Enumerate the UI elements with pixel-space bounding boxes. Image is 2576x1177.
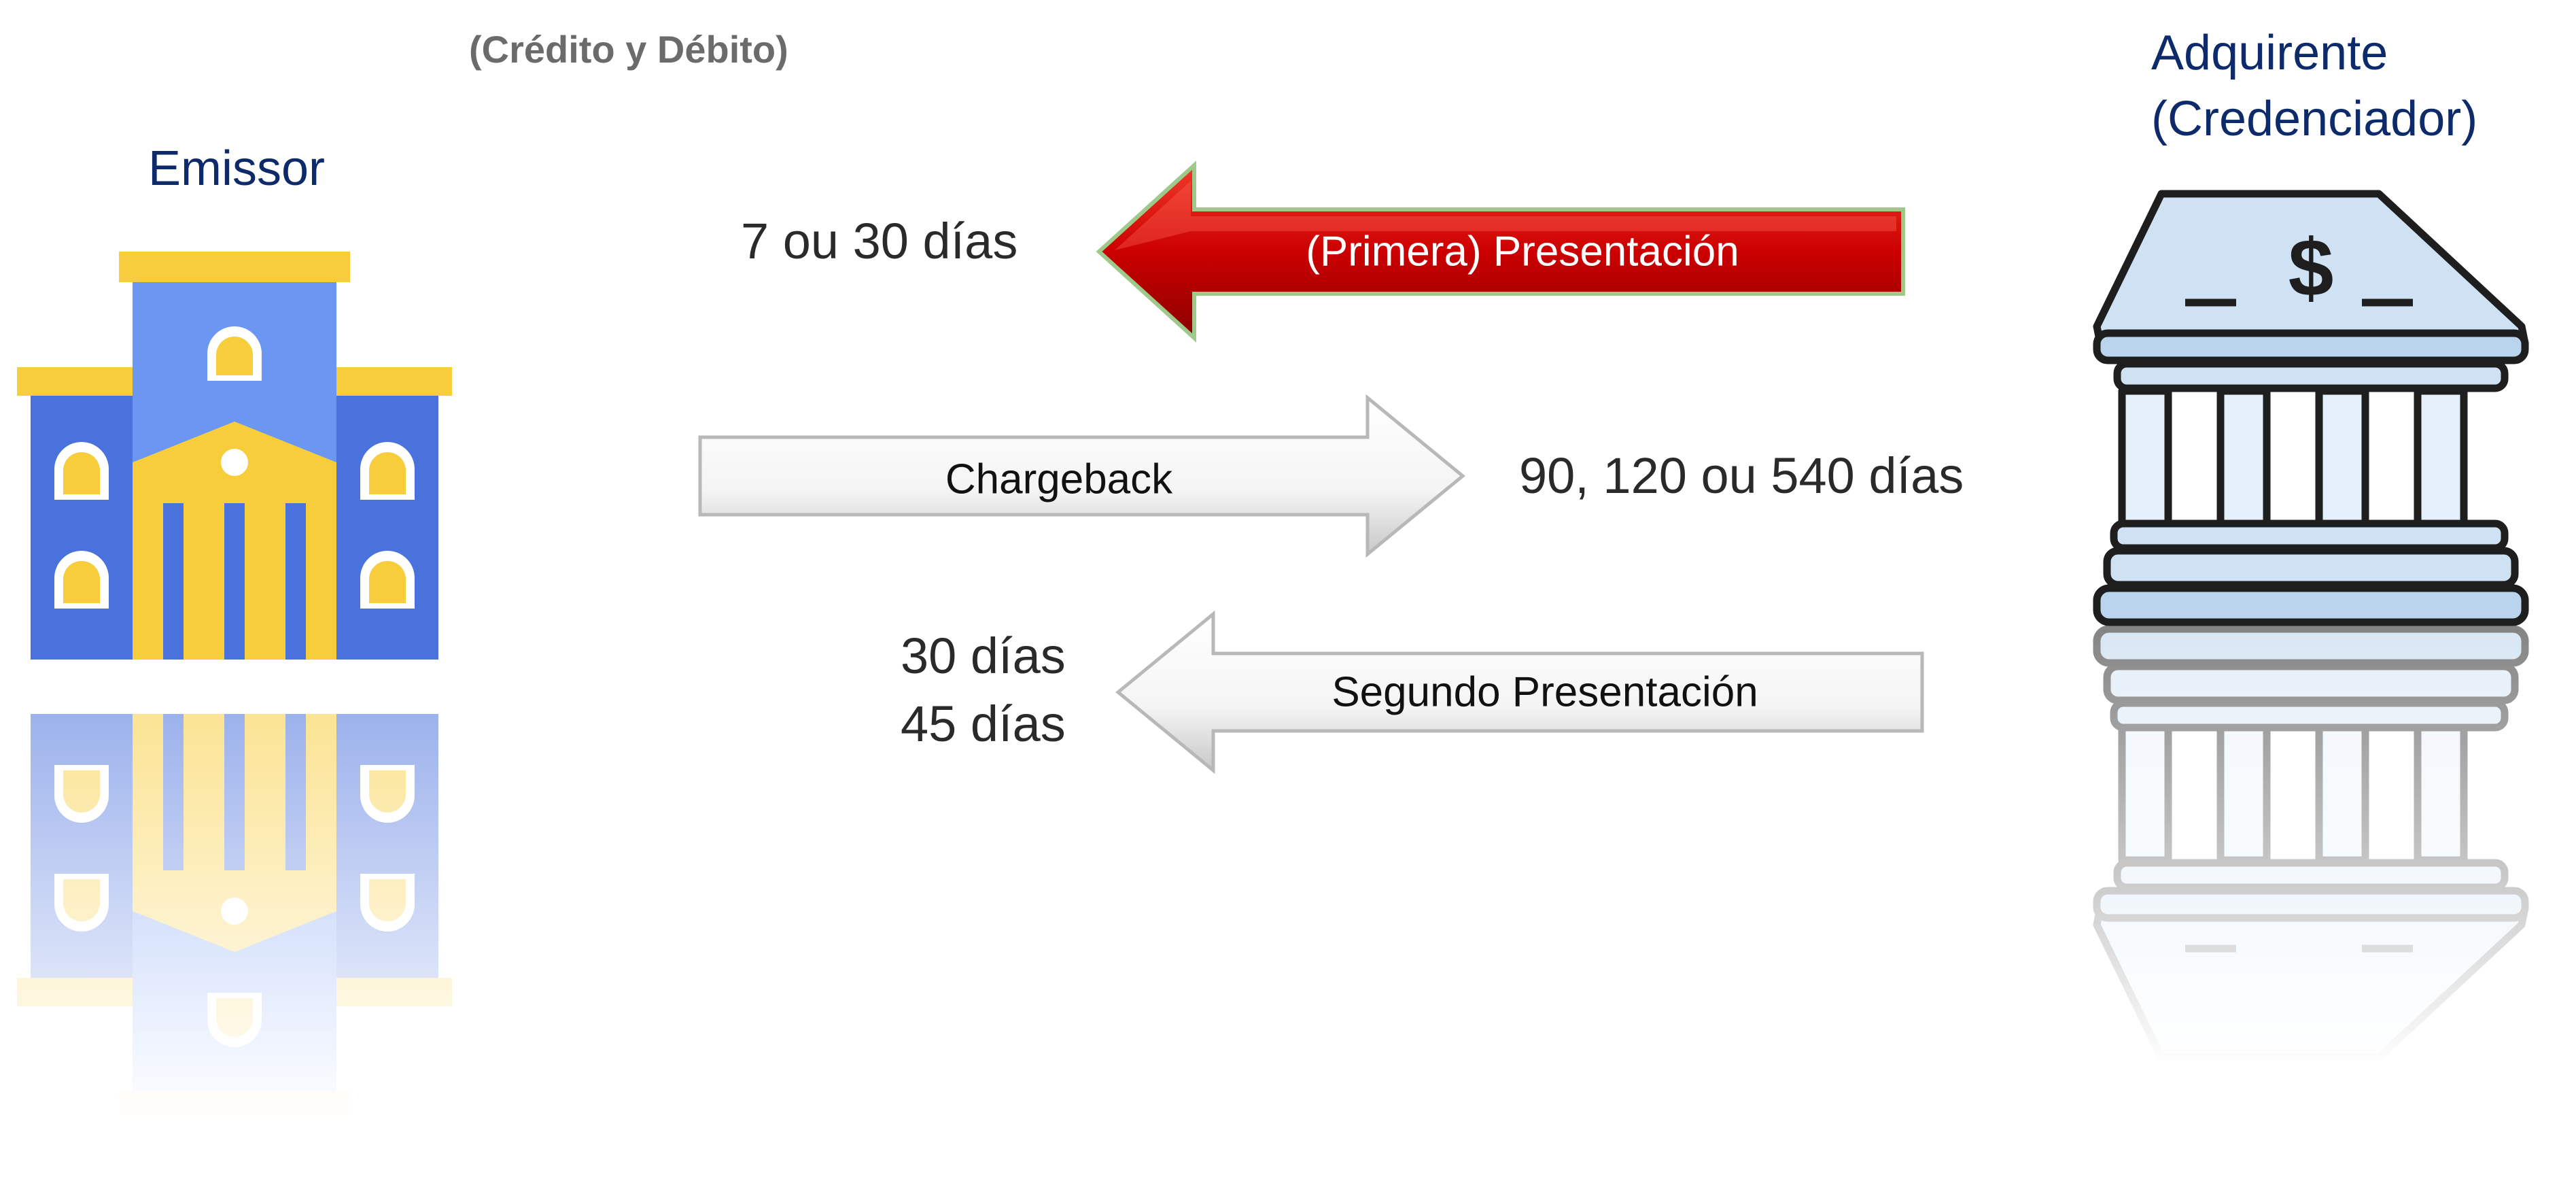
acquirer-bank-reflection <box>2097 629 2525 1057</box>
chargeback-duration: 90, 120 ou 540 días <box>1519 447 1964 504</box>
acquirer-label: Adquirente (Credenciador) <box>2151 20 2477 152</box>
second-presentation-arrow <box>1115 610 1924 774</box>
presentation-arrow <box>1096 160 1905 343</box>
second-presentation-duration-line1: 30 días <box>901 628 1066 684</box>
chargeback-arrow <box>698 394 1465 558</box>
svg-text:$: $ <box>2288 222 2334 313</box>
second-presentation-arrow-label: Segundo Presentación <box>1331 668 1758 716</box>
acquirer-label-line2: (Credenciador) <box>2151 92 2478 147</box>
acquirer-label-line1: Adquirente <box>2151 26 2388 80</box>
acquirer-bank-icon: $ <box>2097 194 2525 622</box>
presentation-arrow-label: (Primera) Presentación <box>1306 228 1739 275</box>
second-presentation-duration-line2: 45 días <box>901 695 1066 752</box>
issuer-building-icon <box>17 252 452 660</box>
second-presentation-duration: 30 días 45 días <box>901 622 1066 758</box>
chargeback-arrow-label: Chargeback <box>945 456 1173 503</box>
issuer-label: Emissor <box>148 141 326 196</box>
card-type-subtitle: (Crédito y Débito) <box>469 28 788 71</box>
issuer-building-reflection <box>17 714 452 1122</box>
presentation-duration: 7 ou 30 días <box>741 213 1018 269</box>
